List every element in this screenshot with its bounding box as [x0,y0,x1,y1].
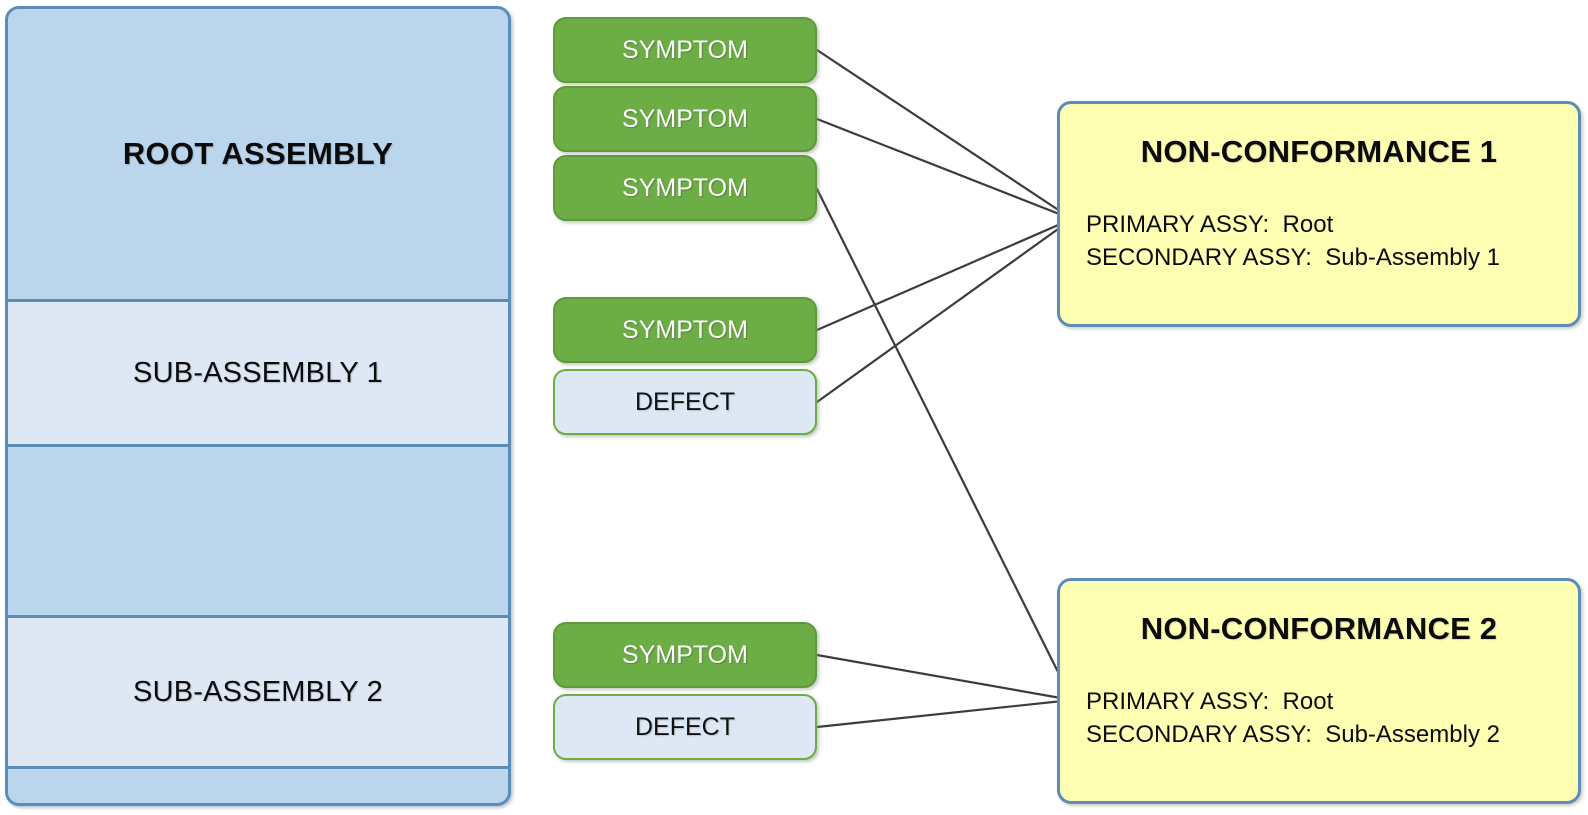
assembly-row-sub-assembly-2[interactable]: SUB-ASSEMBLY 2 [8,615,508,769]
symptom-node-3-label: SYMPTOM [622,173,748,202]
non-conformance-card-1[interactable]: NON-CONFORMANCE 1 PRIMARY ASSY: Root SEC… [1057,101,1581,327]
non-conformance-1-primary-assy: PRIMARY ASSY: Root [1086,211,1334,238]
non-conformance-card-2[interactable]: NON-CONFORMANCE 2 PRIMARY ASSY: Root SEC… [1057,578,1581,804]
connector-symptom-5-to-nc-2 [815,653,1074,702]
assembly-row-sub-assembly-1[interactable]: SUB-ASSEMBLY 1 [8,299,508,447]
assembly-row-spacer-2 [8,769,508,803]
assembly-row-spacer-1 [8,447,508,615]
non-conformance-2-title: NON-CONFORMANCE 2 [1140,611,1498,646]
root-assembly-label: ROOT ASSEMBLY [122,136,394,171]
symptom-node-4[interactable]: SYMPTOM [553,297,817,363]
assembly-row-root[interactable]: ROOT ASSEMBLY [8,9,508,299]
defect-node-2-label: DEFECT [635,712,735,741]
symptom-node-2-label: SYMPTOM [622,104,748,133]
sub-assembly-1-label: SUB-ASSEMBLY 1 [133,356,383,389]
connector-symptom-3-to-nc-2 [815,187,1074,702]
defect-node-1[interactable]: DEFECT [553,369,817,435]
connector-defect-1-to-nc-1 [815,217,1074,404]
symptom-node-2[interactable]: SYMPTOM [553,86,817,152]
symptom-node-5-label: SYMPTOM [622,640,748,669]
defect-node-2[interactable]: DEFECT [553,694,817,760]
defect-node-1-label: DEFECT [635,387,735,416]
symptom-node-5[interactable]: SYMPTOM [553,622,817,688]
non-conformance-2-secondary-assy: SECONDARY ASSY: Sub-Assembly 2 [1086,721,1500,749]
root-assembly-container[interactable]: ROOT ASSEMBLY SUB-ASSEMBLY 1 SUB-ASSEMBL… [5,6,511,806]
non-conformance-1-details: PRIMARY ASSY: Root SECONDARY ASSY: Sub-A… [1060,208,1578,274]
connector-symptom-1-to-nc-1 [815,48,1074,221]
symptom-node-3[interactable]: SYMPTOM [553,155,817,221]
connector-defect-2-to-nc-2 [815,698,1074,729]
symptom-node-1[interactable]: SYMPTOM [553,17,817,83]
symptom-node-4-label: SYMPTOM [622,315,748,344]
sub-assembly-2-label: SUB-ASSEMBLY 2 [133,675,383,708]
non-conformance-2-primary-assy: PRIMARY ASSY: Root [1086,688,1334,715]
connector-symptom-2-to-nc-1 [815,117,1074,221]
non-conformance-1-title: NON-CONFORMANCE 1 [1140,134,1498,169]
symptom-node-1-label: SYMPTOM [622,35,748,64]
connector-symptom-4-to-nc-1 [815,217,1074,332]
non-conformance-1-secondary-assy: SECONDARY ASSY: Sub-Assembly 1 [1086,244,1500,272]
non-conformance-2-details: PRIMARY ASSY: Root SECONDARY ASSY: Sub-A… [1060,685,1578,751]
